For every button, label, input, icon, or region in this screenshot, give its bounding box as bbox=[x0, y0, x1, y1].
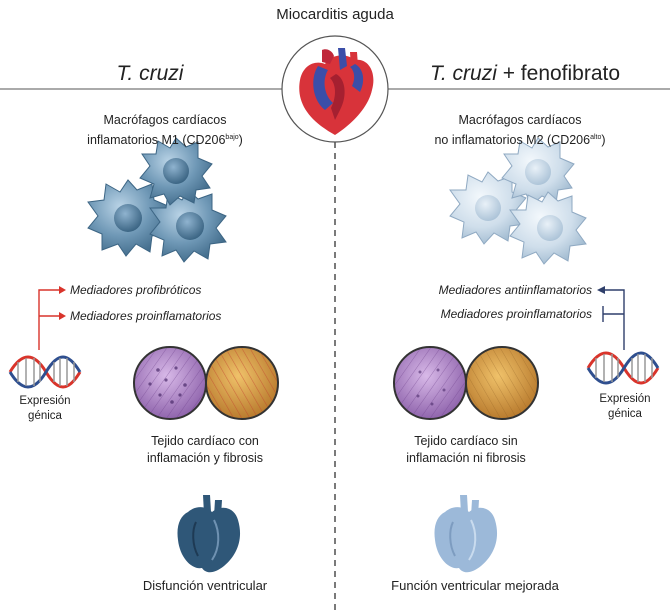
right-macrophage-caption: Macrófagos cardíacos no inflamatorios M2… bbox=[400, 112, 640, 149]
heart-improved-icon bbox=[434, 495, 498, 573]
left-heading: T. cruzi bbox=[116, 62, 184, 85]
left-tissue-caption: Tejido cardíaco con inflamación y fibros… bbox=[146, 434, 263, 465]
left-mediator-profibrotic: Mediadores profibróticos bbox=[70, 283, 202, 297]
right-tissue-caption: Tejido cardíaco sin inflamación ni fibro… bbox=[406, 434, 526, 465]
right-heading-organism: T. cruzi bbox=[429, 62, 497, 85]
right-mediator-arrows bbox=[602, 289, 625, 350]
left-tissue-histology-icon bbox=[133, 346, 279, 420]
right-heading: T. cruzi + fenofibrato bbox=[400, 62, 650, 86]
left-macrophage-caption: Macrófagos cardíacos inflamatorios M1 (C… bbox=[55, 112, 275, 149]
right-heading-treatment: + fenofibrato bbox=[496, 62, 621, 85]
right-mediator-antiinflammatory: Mediadores antiinflamatorios bbox=[438, 283, 592, 297]
right-outcome: Función ventricular mejorada bbox=[391, 578, 559, 593]
left-outcome: Disfunción ventricular bbox=[142, 578, 268, 593]
left-macrophage-line1: Macrófagos cardíacos bbox=[103, 113, 227, 127]
m2-macrophage-cells-icon bbox=[449, 137, 587, 265]
dna-right-icon bbox=[586, 351, 660, 385]
left-mediator-proinflammatory: Mediadores proinflamatorios bbox=[70, 309, 222, 323]
right-mediator-proinflammatory: Mediadores proinflamatorios bbox=[440, 307, 592, 321]
left-macrophage-line2: inflamatorios M1 (CD206bajo) bbox=[87, 133, 243, 148]
cd206-high-sup: alto bbox=[590, 134, 602, 141]
right-tissue-histology-icon bbox=[393, 346, 539, 420]
page-title: Miocarditis aguda bbox=[276, 6, 394, 23]
left-mediator-arrows bbox=[38, 289, 62, 350]
cd206-low-sup: bajo bbox=[225, 134, 239, 141]
heart-dysfunction-icon bbox=[177, 495, 241, 573]
right-macrophage-line1: Macrófagos cardíacos bbox=[458, 113, 582, 127]
m1-macrophage-cells-icon bbox=[87, 137, 227, 263]
left-gene-expression-label: Expresión génica bbox=[19, 395, 71, 422]
central-heart-icon bbox=[281, 35, 389, 143]
right-macrophage-line2: no inflamatorios M2 (CD206alto) bbox=[434, 133, 606, 148]
dna-left-icon bbox=[8, 355, 82, 389]
right-gene-expression-label: Expresión génica bbox=[599, 393, 651, 420]
